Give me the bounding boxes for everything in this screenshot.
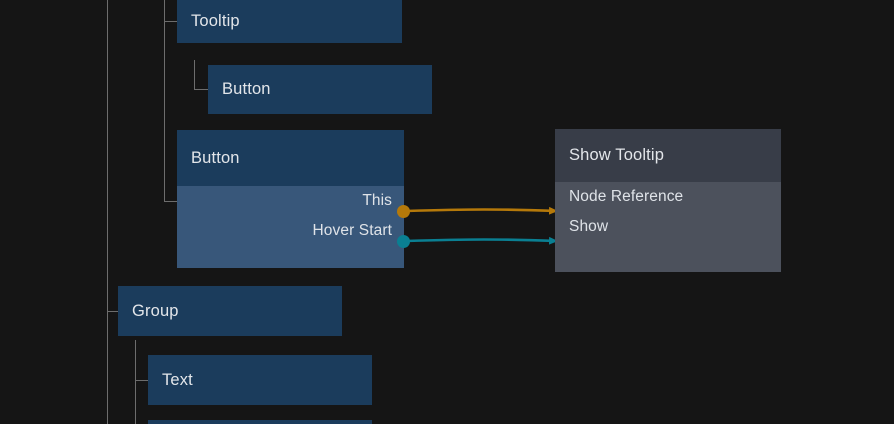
node-tooltip-child-button-title: Button	[222, 80, 271, 98]
node-show-tooltip[interactable]: Show Tooltip Node Reference Show	[555, 129, 781, 272]
tree-elbow-tooltip	[164, 21, 177, 22]
port-out-hover-start-label: Hover Start	[312, 222, 392, 239]
tree-trunk-level3	[194, 60, 195, 90]
port-in-node-reference-label: Node Reference	[569, 188, 684, 205]
node-text[interactable]: Text	[148, 355, 372, 405]
wire-this-to-node-reference	[405, 206, 558, 215]
port-dot-this[interactable]	[397, 205, 410, 218]
node-show-tooltip-body: Node Reference Show	[555, 182, 781, 272]
node-tooltip-header[interactable]: Tooltip	[177, 0, 402, 43]
node-tooltip[interactable]: Tooltip	[177, 0, 402, 43]
tree-trunk-level2	[164, 0, 165, 202]
tree-elbow-group	[107, 311, 118, 312]
port-in-show[interactable]: Show	[555, 212, 795, 242]
tree-trunk-group	[135, 340, 136, 424]
node-partial-bottom[interactable]	[148, 420, 372, 424]
tree-elbow-button	[164, 201, 177, 202]
node-text-title: Text	[162, 370, 193, 389]
port-out-hover-start[interactable]: Hover Start	[165, 216, 404, 246]
node-show-tooltip-title: Show Tooltip	[569, 146, 665, 164]
node-button-body: This Hover Start	[177, 186, 404, 268]
node-text-header[interactable]: Text	[148, 355, 372, 405]
node-button-title: Button	[191, 148, 240, 167]
port-in-show-label: Show	[569, 218, 609, 235]
node-tooltip-title: Tooltip	[191, 11, 240, 30]
node-group[interactable]: Group	[118, 286, 342, 336]
node-tooltip-child-button-header[interactable]: Button	[208, 65, 432, 114]
tree-trunk-outer	[107, 0, 108, 424]
port-out-this-label: This	[362, 192, 392, 209]
port-dot-hover-start[interactable]	[397, 235, 410, 248]
tree-elbow-nested-button	[194, 89, 208, 90]
node-partial-bottom-header[interactable]	[148, 420, 372, 424]
port-in-node-reference[interactable]: Node Reference	[555, 182, 795, 212]
node-tooltip-child-button[interactable]: Button	[208, 65, 432, 114]
node-group-title: Group	[132, 301, 179, 320]
wire-hover-start-to-show	[405, 236, 558, 245]
node-button[interactable]: Button This Hover Start	[177, 130, 404, 268]
node-show-tooltip-header[interactable]: Show Tooltip	[555, 129, 781, 182]
node-group-header[interactable]: Group	[118, 286, 342, 336]
tree-elbow-text	[135, 380, 148, 381]
port-out-this[interactable]: This	[165, 186, 404, 216]
node-button-header[interactable]: Button	[177, 130, 404, 186]
